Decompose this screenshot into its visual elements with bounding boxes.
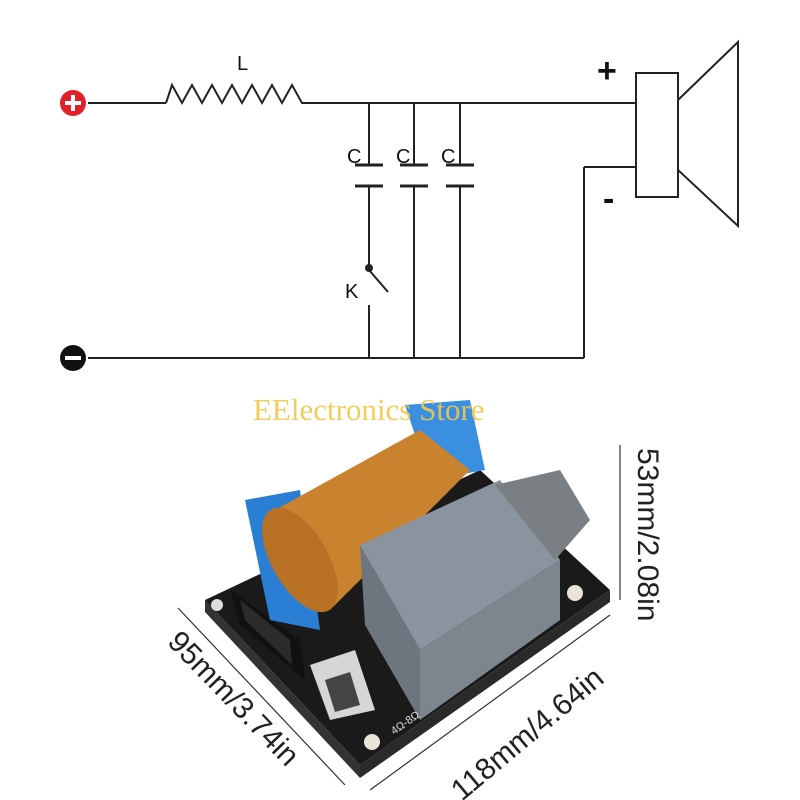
switch-k [368,269,389,293]
speaker-cone [677,39,739,229]
speaker-plus-label: + [597,52,617,90]
crossover-board-photo [177,400,621,791]
minus-circle-icon [60,345,86,371]
height-dimension-label: 53mm/2.08in [631,448,664,622]
capacitor-label: C [396,146,410,168]
speaker-magnet [635,72,679,198]
capacitor-label: C [347,146,361,168]
capacitor-label: C [441,146,455,168]
plus-circle-icon [60,90,86,116]
dimension-lines [177,445,621,791]
capacitor-branch-1 [355,103,389,358]
capacitor-branch-2 [400,103,428,358]
capacitor-branch-3 [446,103,474,358]
capacitor-block [360,480,560,650]
store-watermark: EElectronics Store [253,392,485,427]
speaker-minus-label: - [603,180,614,218]
inductor-symbol [165,82,306,106]
switch-label: K [345,281,359,303]
inductor-label: L [237,53,248,75]
